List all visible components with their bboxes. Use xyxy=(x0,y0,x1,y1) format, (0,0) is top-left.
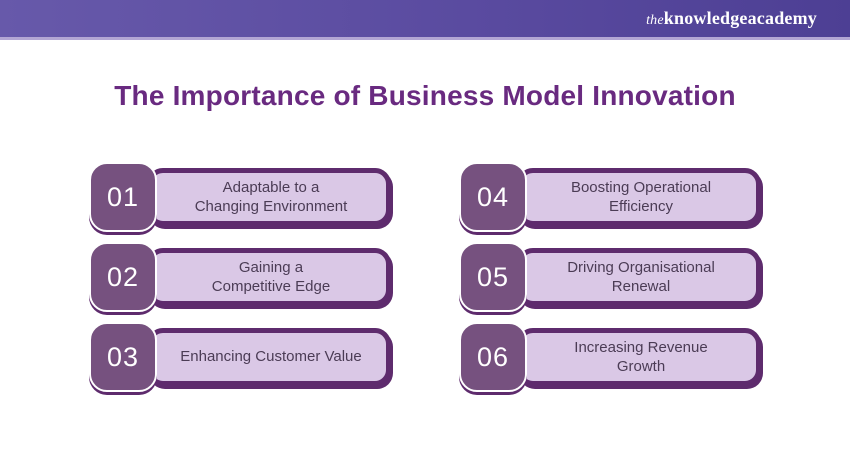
item-01: Adaptable to a Changing Environment 01 xyxy=(89,162,391,232)
item-02-number-badge: 02 xyxy=(89,242,157,312)
item-06-number-badge: 06 xyxy=(459,322,527,392)
knowledge-academy-logo: theknowledgeacademy xyxy=(646,8,817,29)
item-03: Enhancing Customer Value 03 xyxy=(89,322,391,392)
logo-academy: academy xyxy=(747,8,817,28)
items-grid: Adaptable to a Changing Environment 01 B… xyxy=(89,162,761,392)
logo-the: the xyxy=(646,13,664,28)
page-title: The Importance of Business Model Innovat… xyxy=(114,80,736,111)
item-04-label: Boosting Operational Efficiency xyxy=(517,168,761,226)
item-04-number-badge: 04 xyxy=(459,162,527,232)
item-06: Increasing Revenue Growth 06 xyxy=(459,322,761,392)
item-02: Gaining a Competitive Edge 02 xyxy=(89,242,391,312)
item-01-number-badge: 01 xyxy=(89,162,157,232)
item-05-number-badge: 05 xyxy=(459,242,527,312)
item-03-label: Enhancing Customer Value xyxy=(147,328,391,386)
item-05: Driving Organisational Renewal 05 xyxy=(459,242,761,312)
item-01-label: Adaptable to a Changing Environment xyxy=(147,168,391,226)
item-06-label: Increasing Revenue Growth xyxy=(517,328,761,386)
item-04: Boosting Operational Efficiency 04 xyxy=(459,162,761,232)
header-bar: theknowledgeacademy xyxy=(0,0,850,40)
item-05-label: Driving Organisational Renewal xyxy=(517,248,761,306)
item-03-number-badge: 03 xyxy=(89,322,157,392)
item-02-label: Gaining a Competitive Edge xyxy=(147,248,391,306)
logo-knowledge: knowledge xyxy=(663,8,748,28)
